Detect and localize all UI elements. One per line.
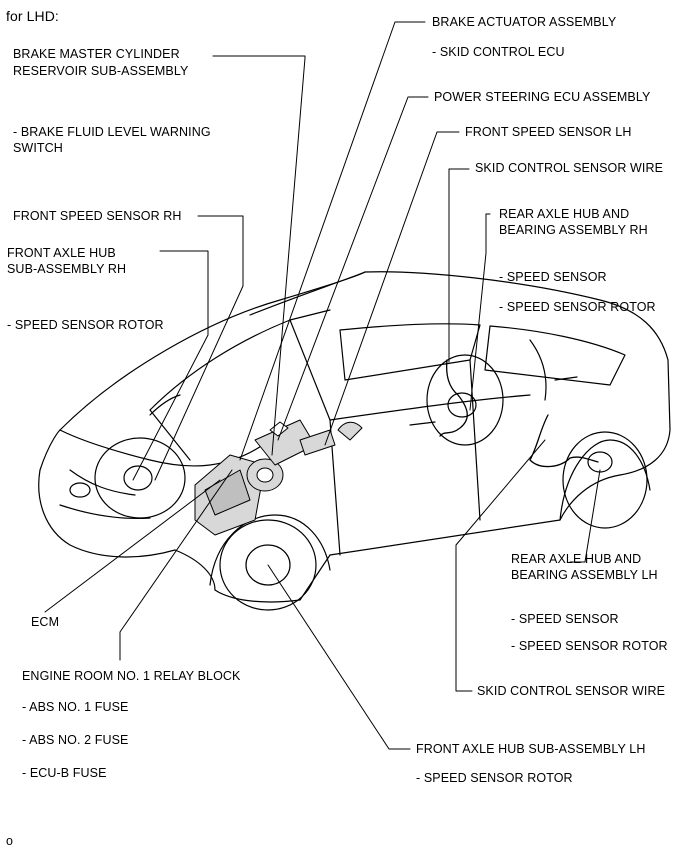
rear-axle-hub-rh-label-line2: BEARING ASSEMBLY RH (499, 223, 648, 237)
abs-no2-fuse-label: - ABS NO. 2 FUSE (22, 733, 129, 747)
rear-lh-speed-sensor-label: - SPEED SENSOR (511, 612, 619, 626)
brake-fluid-switch-label-line2: SWITCH (13, 141, 63, 155)
rear-lh-speed-sensor-rotor-label: - SPEED SENSOR ROTOR (511, 639, 668, 653)
front-axle-hub-rh-label-line1: FRONT AXLE HUB (7, 246, 116, 260)
engine-components (194, 419, 363, 536)
abs-no1-fuse-label: - ABS NO. 1 FUSE (22, 700, 129, 714)
leader-lines (44, 21, 601, 750)
front-speed-sensor-lh-label: FRONT SPEED SENSOR LH (465, 125, 632, 139)
rear-rh-speed-sensor-label: - SPEED SENSOR (499, 270, 607, 284)
power-steering-ecu-label: POWER STEERING ECU ASSEMBLY (434, 90, 651, 104)
sensor-wires (439, 359, 599, 468)
skid-control-ecu-label: - SKID CONTROL ECU (432, 45, 565, 59)
rear-axle-hub-lh-label-line2: BEARING ASSEMBLY LH (511, 568, 658, 582)
front-axle-hub-lh-rotor-label: - SPEED SENSOR ROTOR (416, 771, 573, 785)
front-axle-hub-rh-label-line2: SUB-ASSEMBLY RH (7, 262, 127, 276)
front-axle-hub-lh-label: FRONT AXLE HUB SUB-ASSEMBLY LH (416, 742, 646, 756)
footer-mark: o (6, 834, 14, 848)
brake-fluid-switch-label-line1: - BRAKE FLUID LEVEL WARNING (13, 125, 211, 139)
brake-actuator-label: BRAKE ACTUATOR ASSEMBLY (432, 15, 617, 29)
relay-block-label: ENGINE ROOM NO. 1 RELAY BLOCK (22, 669, 241, 683)
brake-master-cylinder-label-line2: RESERVOIR SUB-ASSEMBLY (13, 64, 189, 78)
rear-axle-hub-lh-label-line1: REAR AXLE HUB AND (511, 552, 642, 566)
brake-master-cylinder-label-line1: BRAKE MASTER CYLINDER (13, 47, 180, 61)
skid-control-sensor-wire-bottom-label: SKID CONTROL SENSOR WIRE (477, 684, 666, 698)
front-speed-sensor-rh-label: FRONT SPEED SENSOR RH (13, 209, 182, 223)
rear-axle-hub-rh-label-line1: REAR AXLE HUB AND (499, 207, 630, 221)
ecu-b-fuse-label: - ECU-B FUSE (22, 766, 107, 780)
page-title: for LHD: (6, 8, 59, 24)
ecm-label: ECM (31, 615, 60, 629)
skid-control-sensor-wire-top-label: SKID CONTROL SENSOR WIRE (475, 161, 664, 175)
car-body (38, 271, 671, 611)
front-axle-hub-rh-rotor-label: - SPEED SENSOR ROTOR (7, 318, 164, 332)
rear-rh-speed-sensor-rotor-label: - SPEED SENSOR ROTOR (499, 300, 656, 314)
